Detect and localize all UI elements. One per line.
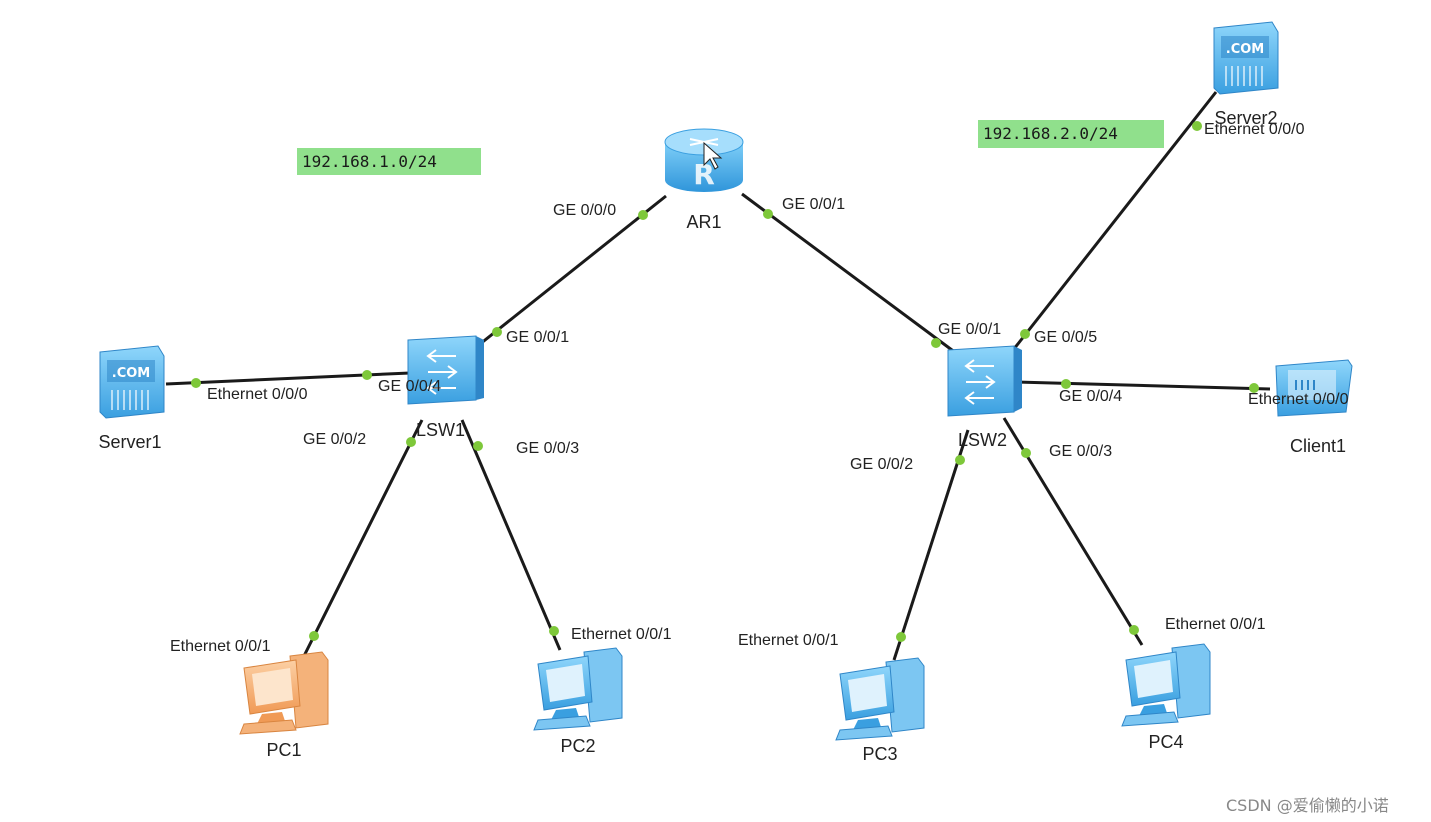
server-badge-text: .COM [112,366,150,381]
port-dots [191,121,1259,642]
pc-pc3[interactable]: PC3 [835,657,925,764]
port-label: GE 0/0/4 [1059,388,1122,405]
link-lsw1-pc2[interactable] [460,419,562,651]
port-label: Ethernet 0/0/1 [738,632,839,649]
port-label: GE 0/0/0 [553,202,616,219]
port-label: Ethernet 0/0/1 [571,626,672,643]
port-dot [191,378,201,388]
port-dot [896,632,906,642]
subnet-text-left: 192.168.1.0/24 [302,152,437,171]
subnet-text-right: 192.168.2.0/24 [983,124,1118,143]
subnet-label-right: 192.168.2.0/24 [978,120,1164,148]
port-label: GE 0/0/3 [1049,443,1112,460]
device-label-client1: Client1 [1290,436,1346,456]
port-dot [638,210,648,220]
client-icon [1275,359,1353,417]
port-label: GE 0/0/1 [782,196,845,213]
switch-icon [407,335,484,405]
pc-icon [533,647,623,731]
server-server2[interactable]: .COM Server2 [1213,21,1279,128]
device-label-server1: Server1 [98,432,161,452]
device-label-lsw1: LSW1 [416,420,465,440]
switch-lsw2[interactable]: LSW2 [947,345,1022,450]
port-label: Ethernet 0/0/0 [207,386,308,403]
link-server1-lsw1[interactable] [165,371,411,386]
server-badge-text: .COM [1226,42,1264,57]
port-dot [492,327,502,337]
device-label-ar1: AR1 [686,212,721,232]
pc-pc2[interactable]: PC2 [533,647,623,756]
port-dot [955,455,965,465]
server-icon: .COM [99,345,165,419]
device-label-lsw2: LSW2 [958,430,1007,450]
pc-icon [239,651,329,735]
router-ar1[interactable]: R AR1 [664,128,744,232]
port-label: GE 0/0/2 [303,431,366,448]
svg-text:R: R [693,158,715,191]
switch-icon [947,345,1022,417]
link-lsw2-pc3[interactable] [892,429,970,661]
port-dot [309,631,319,641]
port-dot [406,437,416,447]
pc-icon [835,657,925,741]
pc-icon [1121,643,1211,727]
server-server1[interactable]: .COM Server1 [98,345,165,452]
port-label: Ethernet 0/0/0 [1248,391,1349,408]
port-dot [763,209,773,219]
port-dot [362,370,372,380]
router-icon: R [664,128,744,192]
links [165,91,1271,661]
link-ar1-lsw1[interactable] [469,194,667,354]
link-ar1-lsw2[interactable] [741,192,961,358]
port-dot [1249,383,1259,393]
port-label: GE 0/0/1 [506,329,569,346]
port-dot [1061,379,1071,389]
device-label-pc3: PC3 [862,744,897,764]
port-label: GE 0/0/3 [516,440,579,457]
port-dot [1021,448,1031,458]
port-dot [1192,121,1202,131]
port-dot [1129,625,1139,635]
port-label: GE 0/0/4 [378,378,441,395]
watermark-text: CSDN @爱偷懒的小诺 [1226,796,1389,815]
pc-pc4[interactable]: PC4 [1121,643,1211,752]
port-label: Ethernet 0/0/1 [170,638,271,655]
device-label-server2: Server2 [1214,108,1277,128]
port-labels: GE 0/0/0 GE 0/0/1 GE 0/0/1 GE 0/0/4 Ethe… [170,121,1349,655]
link-lsw1-pc1[interactable] [300,419,424,661]
port-label: GE 0/0/2 [850,456,913,473]
switch-lsw1[interactable]: LSW1 [407,335,484,440]
port-label: GE 0/0/1 [938,321,1001,338]
port-dot [473,441,483,451]
link-lsw2-client1[interactable] [1015,380,1271,391]
client-client1[interactable]: Client1 [1275,359,1353,456]
port-label: Ethernet 0/0/0 [1204,121,1305,138]
server-icon: .COM [1213,21,1279,95]
device-label-pc1: PC1 [266,740,301,760]
device-label-pc2: PC2 [560,736,595,756]
port-label: Ethernet 0/0/1 [1165,616,1266,633]
port-label: GE 0/0/5 [1034,329,1097,346]
port-dot [549,626,559,636]
pc-pc1[interactable]: PC1 [239,651,329,760]
link-lsw2-server2[interactable] [1008,91,1218,355]
device-label-pc4: PC4 [1148,732,1183,752]
subnet-label-left: 192.168.1.0/24 [297,148,481,175]
port-dot [931,338,941,348]
port-dot [1020,329,1030,339]
